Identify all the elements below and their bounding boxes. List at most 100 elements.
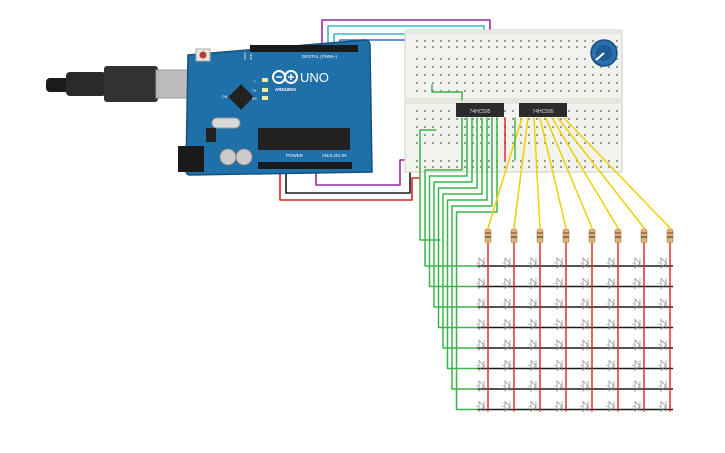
matrix-led: [606, 298, 615, 310]
breadboard-hole: [416, 110, 418, 112]
breadboard-hole: [584, 126, 586, 128]
breadboard-hole: [536, 82, 538, 84]
rail-hole: [480, 46, 482, 48]
regulator: [206, 128, 216, 142]
breadboard-hole: [424, 118, 426, 120]
potentiometer[interactable]: [590, 39, 618, 67]
arduino-logo-icon: [272, 70, 298, 84]
breadboard-hole: [592, 134, 594, 136]
power-analog-header: [258, 162, 352, 169]
breadboard-hole: [544, 134, 546, 136]
matrix-led: [528, 277, 537, 290]
rail-hole: [536, 40, 538, 42]
breadboard-hole: [424, 134, 426, 136]
breadboard-hole: [448, 90, 450, 92]
rail-hole: [608, 166, 610, 168]
breadboard-hole: [616, 66, 618, 68]
breadboard-hole: [568, 82, 570, 84]
breadboard-hole: [616, 110, 618, 112]
reset-button-cap[interactable]: [199, 51, 207, 59]
breadboard-hole: [560, 142, 562, 144]
breadboard-hole: [480, 118, 482, 120]
matrix-led: [554, 400, 563, 413]
breadboard-hole: [448, 82, 450, 84]
rail-hole: [416, 40, 418, 42]
breadboard-hole: [536, 134, 538, 136]
breadboard-hole: [584, 134, 586, 136]
wire: [442, 117, 483, 349]
breadboard-hole: [472, 118, 474, 120]
breadboard-hole: [536, 90, 538, 92]
wire: [285, 167, 411, 194]
rail-hole: [488, 40, 490, 42]
breadboard: [404, 29, 623, 173]
breadboard-hole: [584, 110, 586, 112]
breadboard-hole: [608, 90, 610, 92]
rail-hole: [424, 166, 426, 168]
breadboard-hole: [592, 142, 594, 144]
breadboard-hole: [552, 142, 554, 144]
arduino-board: UNO ARDUINO DIGITAL (PWM~) POWER ANALOG …: [178, 39, 373, 176]
rail-hole: [520, 166, 522, 168]
rail-hole: [456, 40, 458, 42]
wire: [551, 117, 619, 229]
rail-hole: [448, 166, 450, 168]
breadboard-hole: [504, 90, 506, 92]
rail-hole: [456, 166, 458, 168]
breadboard-hole: [528, 74, 530, 76]
breadboard-hole: [440, 118, 442, 120]
breadboard-hole: [544, 142, 546, 144]
breadboard-hole: [576, 74, 578, 76]
breadboard-hole: [496, 90, 498, 92]
matrix-led: [528, 298, 537, 310]
breadboard-hole: [512, 110, 514, 112]
resistor: [510, 228, 518, 244]
rail-hole: [560, 160, 562, 162]
breadboard-hole: [432, 118, 434, 120]
breadboard-hole: [432, 110, 434, 112]
rail-hole: [568, 160, 570, 162]
breadboard-hole: [424, 126, 426, 128]
wire: [455, 117, 498, 411]
shift-register-2: 74HC595: [519, 103, 567, 117]
matrix-led: [658, 318, 667, 331]
rail-hole: [448, 160, 450, 162]
breadboard-hole: [552, 66, 554, 68]
rail-hole: [560, 166, 562, 168]
breadboard-hole: [608, 82, 610, 84]
rail-hole: [584, 166, 586, 168]
breadboard-hole: [440, 110, 442, 112]
matrix-led: [502, 318, 511, 331]
capacitor-1: [219, 148, 237, 166]
matrix-led: [658, 380, 667, 392]
matrix-led: [658, 359, 667, 372]
breadboard-hole: [448, 134, 450, 136]
breadboard-hole: [512, 126, 514, 128]
rail-hole: [496, 40, 498, 42]
breadboard-hole: [488, 134, 490, 136]
wire: [431, 84, 463, 101]
matrix-led: [580, 277, 589, 290]
breadboard-hole: [472, 66, 474, 68]
breadboard-hole: [512, 118, 514, 120]
breadboard-hole: [416, 142, 418, 144]
breadboard-hole: [424, 90, 426, 92]
breadboard-hole: [552, 90, 554, 92]
breadboard-hole: [416, 66, 418, 68]
matrix-led: [580, 298, 589, 310]
breadboard-hole: [552, 74, 554, 76]
rail-hole: [544, 46, 546, 48]
matrix-led: [502, 400, 511, 413]
breadboard-hole: [560, 58, 562, 60]
breadboard-hole: [416, 58, 418, 60]
rail-hole: [584, 46, 586, 48]
wire: [563, 117, 671, 229]
breadboard-hole: [416, 82, 418, 84]
matrix-led: [606, 277, 615, 290]
rail-hole: [512, 46, 514, 48]
breadboard-hole: [600, 126, 602, 128]
breadboard-hole: [512, 58, 514, 60]
breadboard-hole: [576, 82, 578, 84]
resistor: [640, 228, 648, 244]
rail-hole: [576, 40, 578, 42]
